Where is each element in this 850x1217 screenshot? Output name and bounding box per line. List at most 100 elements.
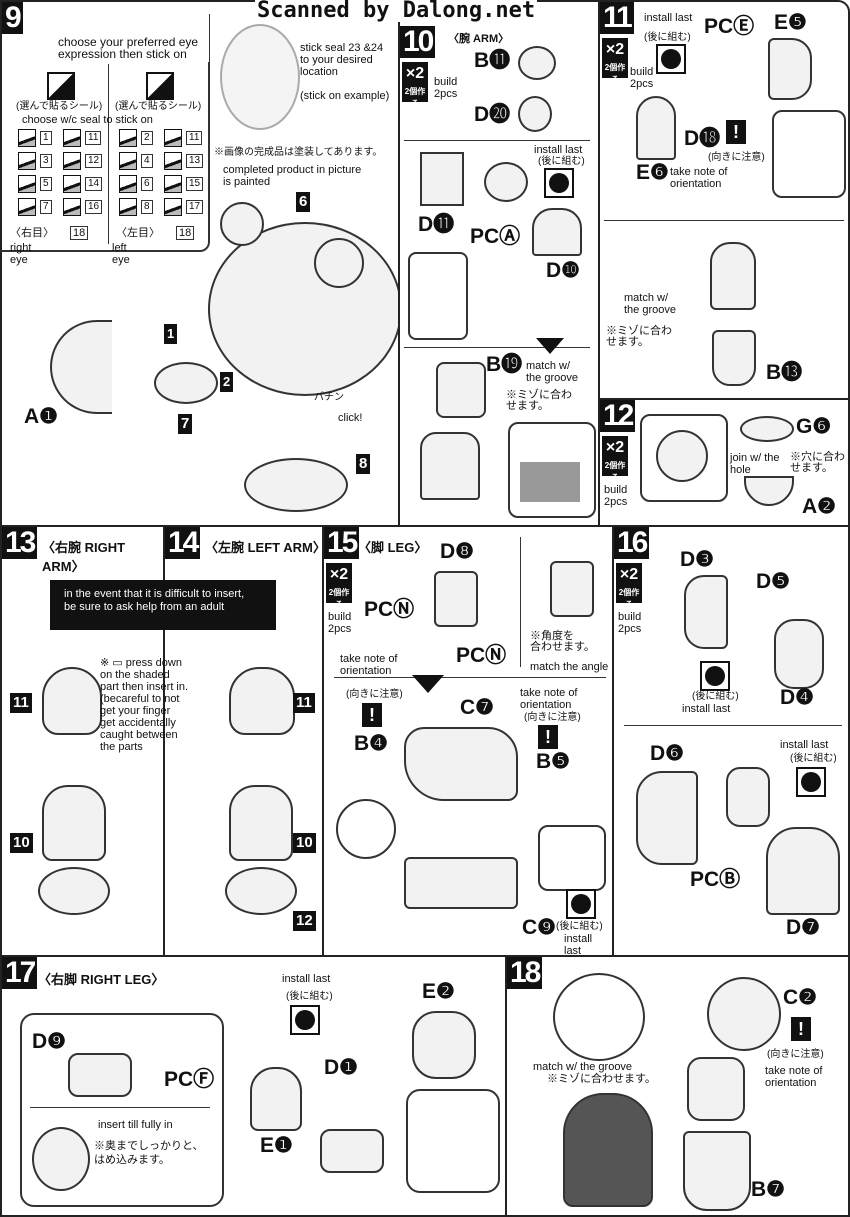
right-eye-label: right eye: [10, 242, 32, 266]
orientation-text: take note of orientation: [765, 1065, 823, 1089]
orientation-text: take note of orientation: [670, 166, 728, 190]
seal-number: 5: [40, 177, 52, 191]
seal-number: 15: [186, 177, 204, 191]
seal-option: 8: [119, 198, 164, 216]
stick-example-text: (stick on example): [300, 90, 390, 102]
part-label: D❶: [324, 1056, 358, 1079]
part-label: D❸: [680, 548, 714, 571]
match-groove-text: match w/ the groove: [624, 292, 676, 316]
seal-eye-icon: [164, 129, 182, 147]
right-eye-seal: 18: [70, 226, 89, 240]
seal-option: 13: [164, 152, 209, 170]
seal-number: 16: [85, 200, 103, 214]
part-label: C❷: [783, 986, 817, 1009]
part-label: PCⓃ: [364, 598, 415, 621]
install-last-text: install last: [534, 144, 583, 156]
part-drawing: [42, 785, 106, 861]
x2-text: ×2: [329, 566, 349, 583]
seal-option: 7: [18, 198, 63, 216]
x2-text: ×2: [619, 566, 639, 583]
part-drawing: [726, 767, 770, 827]
detail-inset: [553, 973, 645, 1061]
part-drawing: [712, 330, 756, 386]
part-label: E❶: [260, 1134, 293, 1157]
step-number: 18: [507, 957, 543, 989]
seal-jp-right: (選んで貼るシール): [115, 101, 202, 112]
part-label: D⓫: [418, 213, 455, 236]
seal-jp-left: (選んで貼るシール): [16, 101, 103, 112]
part-label: B⓳: [486, 353, 523, 376]
seal-eye-icon: [164, 198, 182, 216]
step-title: 〈右腕 RIGHT ARM〉: [42, 540, 126, 574]
install-last-icon: [544, 168, 574, 198]
part-drawing: [412, 1011, 476, 1079]
stick-seal-text: stick seal 23 &24 to your desired locati…: [300, 42, 384, 78]
detail-inset: [772, 110, 846, 198]
step-number: 9: [2, 2, 23, 34]
part-drawing: [420, 432, 480, 500]
seal-option: 3: [18, 152, 63, 170]
seal-option: 11: [164, 129, 209, 147]
divider: [209, 14, 210, 234]
insert-text: insert till fully in: [98, 1119, 173, 1131]
seal-eye-icon: [63, 175, 81, 193]
part-label: D❿: [546, 259, 580, 282]
angle-jp: ※角度を 合わせます。: [530, 630, 595, 653]
x2-jp: 2個作る: [618, 588, 640, 609]
part-label: PCⒷ: [690, 868, 741, 891]
match-groove-jp: ※ミゾに合わ せます。: [606, 325, 672, 348]
match-groove-text: match w/ the groove: [533, 1061, 633, 1073]
seal-number: 1: [40, 131, 52, 145]
seal-option: 11: [63, 129, 108, 147]
part-label: 10: [293, 833, 316, 853]
step-number: 17: [2, 957, 38, 989]
part-label: D❹: [780, 686, 814, 709]
x2-jp: 2個作る: [604, 461, 626, 482]
seal-option: 17: [164, 198, 209, 216]
part-label: PCⒺ: [704, 15, 755, 38]
divider: [404, 140, 590, 141]
warning-box: in the event that it is difficult to ins…: [50, 580, 276, 630]
angle-text: match the angle: [530, 661, 609, 673]
seal-eye-icon: [119, 129, 137, 147]
part-label: PCⒶ: [470, 225, 521, 248]
click-jp: パチン: [314, 392, 344, 403]
part-drawing: [320, 1129, 384, 1173]
install-last-icon: [656, 44, 686, 74]
part-drawing: [38, 867, 110, 915]
seal-option: 4: [119, 152, 164, 170]
install-last-jp: (後に組む): [538, 156, 585, 167]
build-x2-badge: ×2 2個作る: [616, 563, 642, 609]
part-drawing: [225, 867, 297, 915]
click-text: click!: [338, 412, 363, 424]
step-number: 12: [600, 400, 636, 432]
install-last-icon: [290, 1005, 320, 1035]
install-last-jp: (後に組む): [286, 991, 333, 1002]
install-last-text: install last: [282, 973, 331, 985]
part-label: D⓲: [684, 127, 721, 150]
seal-eye-icon: [164, 175, 182, 193]
part-drawing: [687, 1057, 745, 1121]
step-17-panel: 17 〈右脚 RIGHT LEG〉 D❾ PCⒻ insert till ful…: [0, 955, 507, 1217]
install-last-icon: [566, 889, 596, 919]
part-drawing: [656, 430, 708, 482]
seal-number: 4: [141, 154, 153, 168]
build-text: build 2pcs: [604, 484, 628, 508]
step-number: 11: [600, 2, 634, 34]
part-label: B⓫: [474, 49, 511, 72]
seal-eye-icon: [18, 129, 36, 147]
seal-option: 15: [164, 175, 209, 193]
seal-number: 6: [141, 177, 153, 191]
part-drawing: [68, 1053, 132, 1097]
detail-inset: [563, 1093, 653, 1207]
part-label: A❷: [802, 495, 836, 518]
join-hole-text: join w/ the hole: [730, 452, 780, 476]
part-label: D❺: [756, 570, 790, 593]
painted-text: completed product in picture is painted: [223, 164, 362, 188]
part-drawing: [42, 667, 102, 735]
part-label: D⓴: [474, 103, 511, 126]
